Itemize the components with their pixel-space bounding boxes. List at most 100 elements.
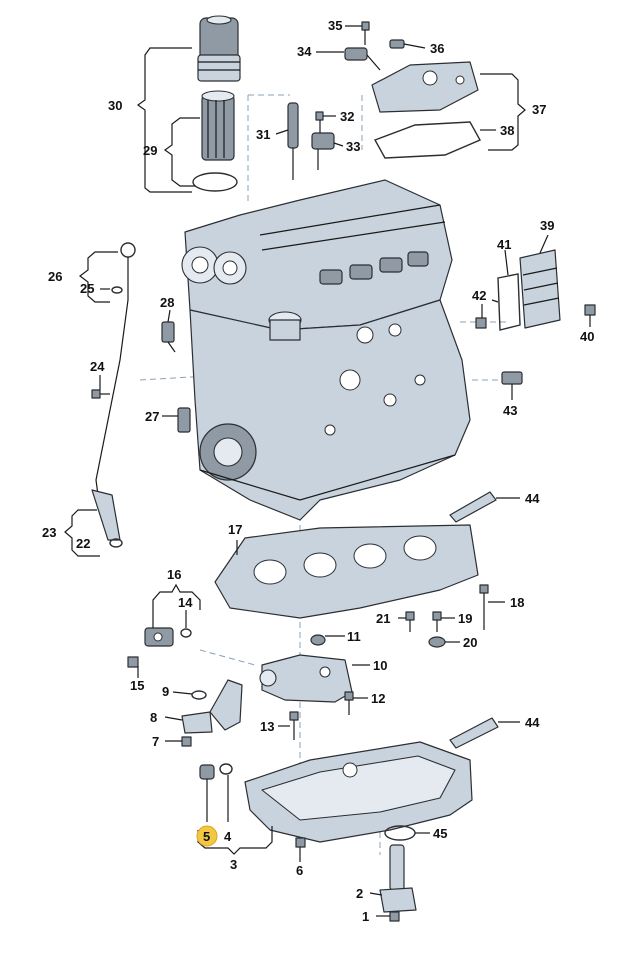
oil-filter-element [201, 90, 235, 161]
callout-11: 11 [347, 629, 361, 644]
upper-oil-pan [214, 524, 479, 619]
bolt-24 [91, 389, 110, 399]
camshaft-sensor [344, 47, 381, 71]
callout-7: 7 [152, 734, 159, 749]
callout-18: 18 [510, 595, 524, 610]
callout-15: 15 [130, 678, 144, 693]
callout-45: 45 [433, 826, 447, 841]
bolt-19 [432, 611, 442, 632]
oil-filter-housing [197, 15, 241, 82]
bolt-42 [475, 317, 487, 329]
callout-14: 14 [178, 595, 193, 610]
callout-29: 29 [143, 143, 157, 158]
oil-cooler [519, 249, 561, 329]
callout-13: 13 [260, 719, 274, 734]
bracket-23 [64, 509, 100, 557]
sealant-tube-upper [449, 491, 497, 523]
oil-level-sensor-2 [379, 844, 417, 913]
callout-31: 31 [256, 127, 270, 142]
bracket-29 [163, 117, 200, 187]
oil-dipstick [91, 242, 136, 541]
callout-44-lower: 44 [525, 715, 540, 730]
bolt-21 [405, 611, 415, 632]
cooler-gasket-41 [497, 273, 521, 331]
bolt-1 [389, 911, 400, 922]
sensor-33 [311, 132, 335, 170]
callout-41: 41 [497, 237, 511, 252]
bolt-7 [181, 736, 192, 747]
dipstick-o-ring-22 [109, 538, 123, 548]
bolt-40 [584, 304, 596, 316]
callout-10: 10 [373, 658, 387, 673]
callout-26: 26 [48, 269, 62, 284]
callout-27: 27 [145, 409, 159, 424]
callout-4: 4 [224, 829, 232, 844]
plug-20 [428, 636, 446, 648]
callout-28: 28 [160, 295, 174, 310]
callout-9: 9 [162, 684, 169, 699]
callout-37: 37 [532, 102, 546, 117]
callout-32: 32 [340, 109, 354, 124]
bolt-18 [479, 584, 489, 630]
oil-pressure-switch-28 [161, 321, 176, 353]
callout-3: 3 [230, 857, 237, 872]
callout-44-upper: 44 [525, 491, 540, 506]
callout-35: 35 [328, 18, 342, 33]
callout-30: 30 [108, 98, 122, 113]
callout-42: 42 [472, 288, 486, 303]
clip-36 [389, 39, 405, 49]
oil-pickup-pipe-8 [181, 679, 243, 734]
callout-8: 8 [150, 710, 157, 725]
bolt-13 [289, 711, 299, 740]
drain-plug-5 [199, 764, 215, 780]
bracket-16 [152, 583, 201, 628]
callout-23: 23 [42, 525, 56, 540]
bolt-32 [315, 111, 324, 135]
highlight-marker-5 [196, 825, 218, 847]
bracket-30 [136, 47, 192, 193]
callout-1: 1 [362, 909, 369, 924]
callout-36: 36 [430, 41, 444, 56]
drain-seal-4 [219, 763, 233, 775]
bolt-6 [295, 837, 306, 858]
o-ring-9 [191, 690, 207, 700]
bolt-35 [361, 21, 370, 45]
callout-43: 43 [503, 403, 517, 418]
callout-20: 20 [463, 635, 477, 650]
cover-gasket [373, 121, 481, 159]
filter-o-ring [192, 172, 238, 192]
o-ring-14 [180, 628, 192, 638]
callout-22: 22 [76, 536, 90, 551]
engine-block [181, 179, 471, 521]
dipstick-o-ring-25 [111, 286, 123, 294]
callout-16: 16 [167, 567, 181, 582]
plug-11 [310, 634, 326, 646]
callout-6: 6 [296, 863, 303, 878]
pressure-valve-16 [144, 627, 174, 647]
sealant-tube-lower [449, 717, 499, 749]
callout-25: 25 [80, 281, 94, 296]
callout-24: 24 [90, 359, 105, 374]
callout-2: 2 [356, 886, 363, 901]
callout-17: 17 [228, 522, 242, 537]
callout-34: 34 [297, 44, 312, 59]
bolt-12 [344, 691, 354, 715]
leader-lines [99, 25, 591, 917]
callout-21: 21 [376, 611, 390, 626]
sensor-31 [287, 102, 299, 180]
sensor-43 [501, 371, 523, 385]
callout-33: 33 [346, 139, 360, 154]
callout-38: 38 [500, 123, 514, 138]
callouts: 35 34 36 30 37 32 31 38 33 29 39 41 26 2… [42, 18, 594, 924]
cam-housing-cover [371, 61, 479, 113]
callout-5: 5 [203, 829, 210, 844]
bolt-15 [127, 656, 139, 668]
callout-12: 12 [371, 691, 385, 706]
callout-19: 19 [458, 611, 472, 626]
bracket-26 [79, 251, 118, 303]
bracket-37 [480, 73, 526, 151]
callout-40: 40 [580, 329, 594, 344]
oil-pump [259, 654, 353, 703]
sender-27 [177, 407, 191, 433]
